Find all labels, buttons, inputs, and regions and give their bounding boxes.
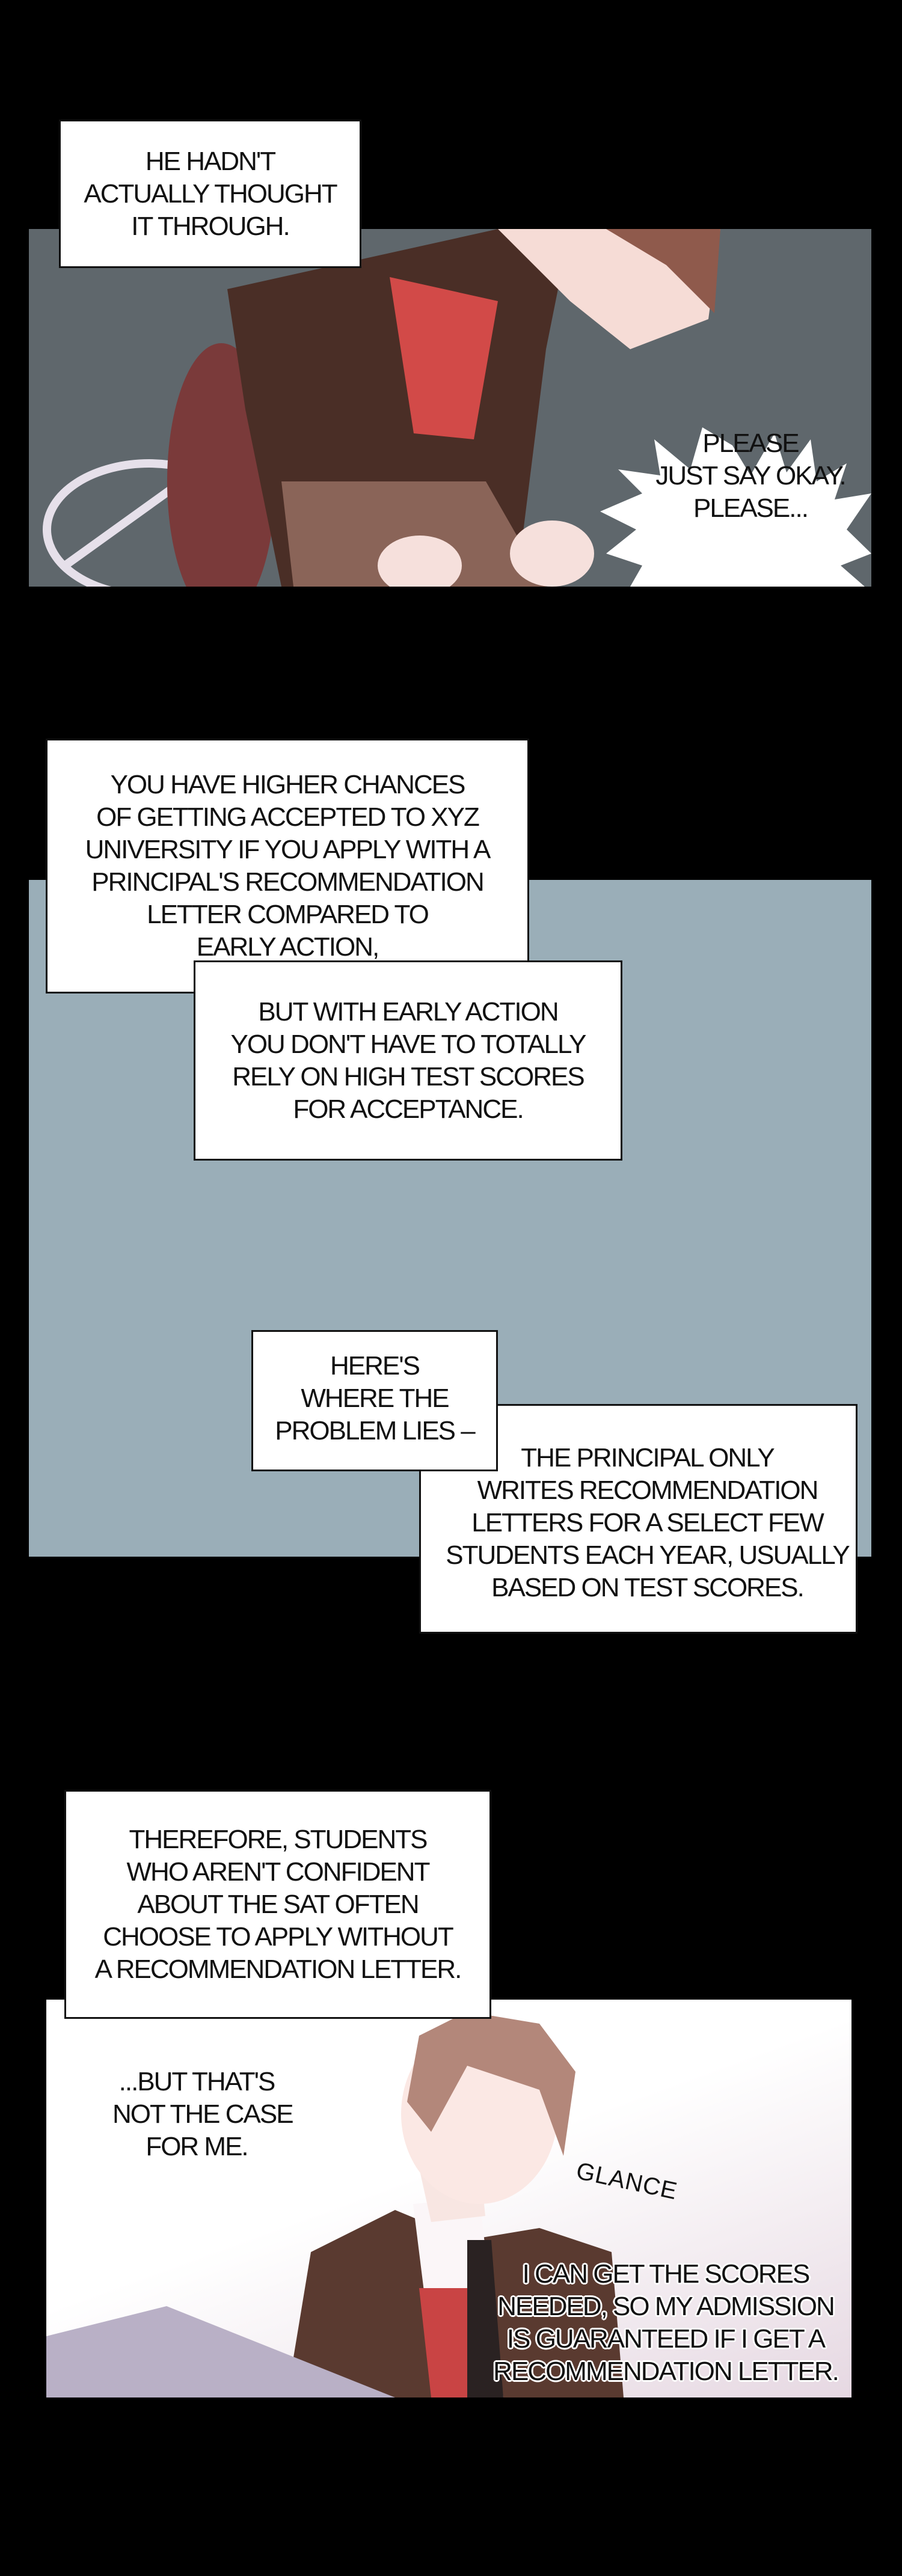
panel-1: PLEASE JUST SAY OKAY. PLEASE... bbox=[29, 229, 871, 587]
caption-line: PROBLEM LIES – bbox=[275, 1416, 475, 1445]
caption-line: LETTERS FOR A SELECT FEW bbox=[471, 1508, 824, 1537]
caption-line: LETTER COMPARED TO bbox=[147, 900, 429, 929]
character-vest bbox=[390, 277, 498, 439]
speech-line: PLEASE... bbox=[693, 493, 809, 523]
panel-3-art bbox=[46, 2012, 624, 2397]
monologue-line: IS GUARANTEED IF I GET A bbox=[506, 2324, 826, 2354]
caption-line: UNIVERSITY IF YOU APPLY WITH A bbox=[85, 835, 491, 864]
character-pants bbox=[281, 481, 546, 587]
caption-line: EARLY ACTION, bbox=[196, 932, 379, 962]
monologue-text: I CAN GET THE SCORES NEEDED, SO MY ADMIS… bbox=[485, 2258, 846, 2388]
caption-line: STUDENTS EACH YEAR, USUALLY bbox=[446, 1540, 850, 1570]
caption-box: BUT WITH EARLY ACTION YOU DON'T HAVE TO … bbox=[194, 960, 622, 1161]
caption-line: OF GETTING ACCEPTED TO XYZ bbox=[96, 802, 480, 832]
character-hair bbox=[407, 2012, 575, 2156]
caption-line: THE PRINCIPAL ONLY bbox=[521, 1443, 775, 1473]
caption-line: YOU DON'T HAVE TO TOTALLY bbox=[230, 1029, 586, 1059]
caption-line: CHOOSE TO APPLY WITHOUT bbox=[103, 1921, 454, 1952]
hand-left bbox=[378, 536, 462, 587]
thought-text: ...BUT THAT'S NOT THE CASE FOR ME. bbox=[112, 2066, 294, 2163]
monologue-line: RECOMMENDATION LETTER. bbox=[493, 2357, 839, 2386]
caption-box: THEREFORE, STUDENTS WHO AREN'T CONFIDENT… bbox=[64, 1790, 491, 2019]
monologue-line: NEEDED, SO MY ADMISSION bbox=[497, 2292, 835, 2321]
caption-line: RELY ON HIGH TEST SCORES bbox=[232, 1061, 584, 1091]
thought-line: ...BUT THAT'S bbox=[118, 2067, 276, 2096]
caption-line: THEREFORE, STUDENTS bbox=[129, 1824, 428, 1854]
monologue-line: I CAN GET THE SCORES bbox=[522, 2259, 811, 2289]
caption-box: HE HADN'T ACTUALLY THOUGHT IT THROUGH. bbox=[59, 120, 361, 268]
thought-line: NOT THE CASE bbox=[112, 2099, 294, 2129]
character-vest bbox=[419, 2288, 467, 2397]
caption-line: BASED ON TEST SCORES. bbox=[491, 1573, 805, 1602]
caption-line: WHO AREN'T CONFIDENT bbox=[126, 1857, 431, 1887]
caption-box: THE PRINCIPAL ONLY WRITES RECOMMENDATION… bbox=[419, 1404, 858, 1634]
hand-right bbox=[510, 520, 594, 587]
burst-speech: PLEASE JUST SAY OKAY. PLEASE... bbox=[630, 427, 871, 525]
character-hair bbox=[606, 229, 720, 313]
caption-line: WRITES RECOMMENDATION bbox=[477, 1476, 819, 1505]
burst-shape bbox=[600, 427, 871, 587]
panel-3: ...BUT THAT'S NOT THE CASE FOR ME. GLANC… bbox=[46, 2000, 851, 2397]
caption-line: HERE'S bbox=[330, 1351, 420, 1381]
caption-line: ACTUALLY THOUGHT bbox=[84, 179, 337, 209]
book bbox=[46, 2306, 395, 2397]
caption-line: YOU HAVE HIGHER CHANCES bbox=[110, 770, 466, 799]
caption-line: WHERE THE bbox=[301, 1384, 449, 1413]
caption-line: HE HADN'T bbox=[145, 146, 276, 176]
caption-line: FOR ACCEPTANCE. bbox=[293, 1094, 524, 1124]
panel-1-art bbox=[43, 229, 871, 587]
caption-box: HERE'S WHERE THE PROBLEM LIES – bbox=[251, 1330, 498, 1471]
character-tie bbox=[467, 2240, 503, 2397]
speech-line: PLEASE bbox=[702, 429, 799, 458]
caption-box: YOU HAVE HIGHER CHANCES OF GETTING ACCEP… bbox=[46, 739, 529, 993]
caption-line: ABOUT THE SAT OFTEN bbox=[137, 1889, 419, 1919]
caption-line: A RECOMMENDATION LETTER. bbox=[94, 1954, 462, 1984]
caption-line: PRINCIPAL'S RECOMMENDATION bbox=[91, 867, 485, 897]
caption-line: BUT WITH EARLY ACTION bbox=[258, 997, 559, 1027]
thought-line: FOR ME. bbox=[146, 2132, 248, 2161]
caption-line: IT THROUGH. bbox=[131, 211, 290, 241]
speech-line: JUST SAY OKAY. bbox=[655, 461, 846, 490]
